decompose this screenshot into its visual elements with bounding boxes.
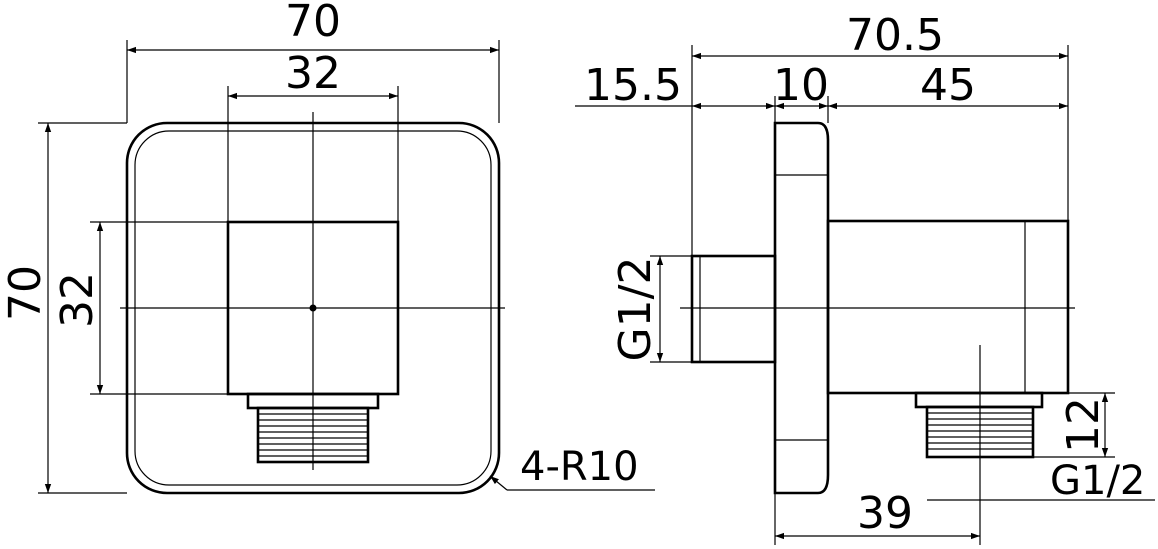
label-side-body-length: 45 <box>920 60 976 111</box>
label-side-outlet-offset: 39 <box>857 488 913 539</box>
label-side-depth-overall: 70.5 <box>846 10 944 61</box>
label-side-flange-thickness: 10 <box>773 60 829 111</box>
side-inlet-pipe <box>690 254 777 364</box>
label-front-width-overall: 70 <box>285 0 341 47</box>
label-front-height-inner: 32 <box>52 272 103 328</box>
dim-front-height-inner: 32 <box>52 221 228 395</box>
side-view: 70.5 15.5 10 45 G1/2 12 <box>575 10 1155 545</box>
dim-front-width-overall: 70 <box>126 0 500 123</box>
dim-side-inlet-thread: G1/2 <box>610 255 692 363</box>
side-outlet-neck <box>914 391 1044 409</box>
dim-side-outlet-offset: 39 <box>774 488 980 545</box>
label-side-outlet-thread: G1/2 <box>1050 458 1145 504</box>
front-view: 70 32 70 32 4-R10 <box>0 0 655 495</box>
dim-side-outlet-height: 12 <box>1033 392 1115 458</box>
side-flange <box>773 121 830 495</box>
side-body <box>826 219 1070 395</box>
dim-side-segments: 15.5 10 45 <box>575 60 1068 123</box>
dim-side-outlet-thread: G1/2 <box>927 458 1155 504</box>
label-corner-radius: 4-R10 <box>520 444 639 490</box>
front-outlet-thread-lines <box>258 413 368 457</box>
dim-front-height-overall: 70 <box>0 122 127 494</box>
label-side-outlet-height: 12 <box>1058 397 1109 453</box>
label-side-inlet-length: 15.5 <box>584 60 682 111</box>
dim-side-depth-overall: 70.5 <box>691 10 1069 256</box>
center-mark <box>309 304 317 312</box>
callout-corner-radius: 4-R10 <box>489 444 655 491</box>
label-side-inlet-thread: G1/2 <box>610 257 661 362</box>
dim-front-width-inner: 32 <box>227 48 399 222</box>
front-outlet-thread <box>256 406 370 464</box>
label-front-width-inner: 32 <box>285 48 341 99</box>
label-front-height-overall: 70 <box>0 265 51 321</box>
